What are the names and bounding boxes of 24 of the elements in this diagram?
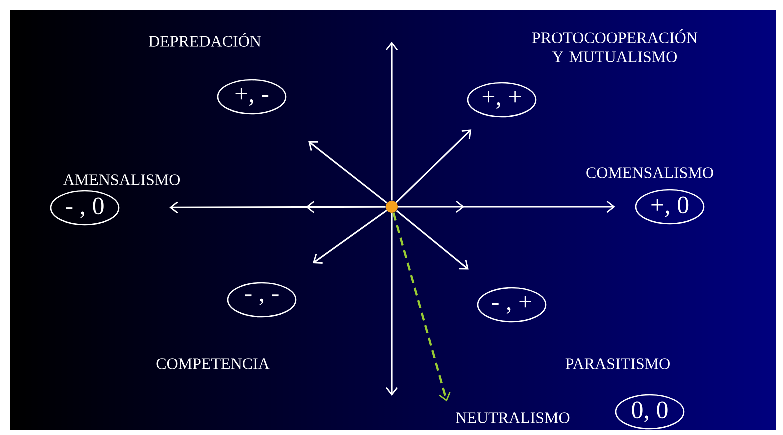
relation-heading: DEPREDACIÓN [149,33,262,47]
center-dot [386,201,398,213]
arrow [396,130,472,204]
sign-oval: +, + [467,82,537,118]
arrow [396,210,469,270]
sign-oval: - , + [477,287,547,323]
sign-oval: +, - [217,79,287,115]
arrow [170,201,386,214]
relation-heading: AMENSALISMO [64,174,180,186]
arrow [392,212,451,402]
relation-heading: COMPETENCIA [156,358,270,370]
arrow [386,42,398,201]
sign-oval: - , 0 [50,190,120,226]
arrow [313,210,388,264]
relation-heading: NEUTRALISMO [456,412,570,424]
arrow [386,213,398,396]
arrow [308,141,388,204]
sign-oval: 0, 0 [615,394,685,430]
relation-heading: COMENSALISMO [586,168,714,178]
relation-heading: PARASITISMO [566,358,670,370]
sign-oval: +, 0 [635,189,705,225]
relation-heading: PROTOCOOPERACIÓN Y MUTUALISMO [532,30,698,62]
arrow [398,200,616,214]
sign-oval: - , - [227,282,297,318]
